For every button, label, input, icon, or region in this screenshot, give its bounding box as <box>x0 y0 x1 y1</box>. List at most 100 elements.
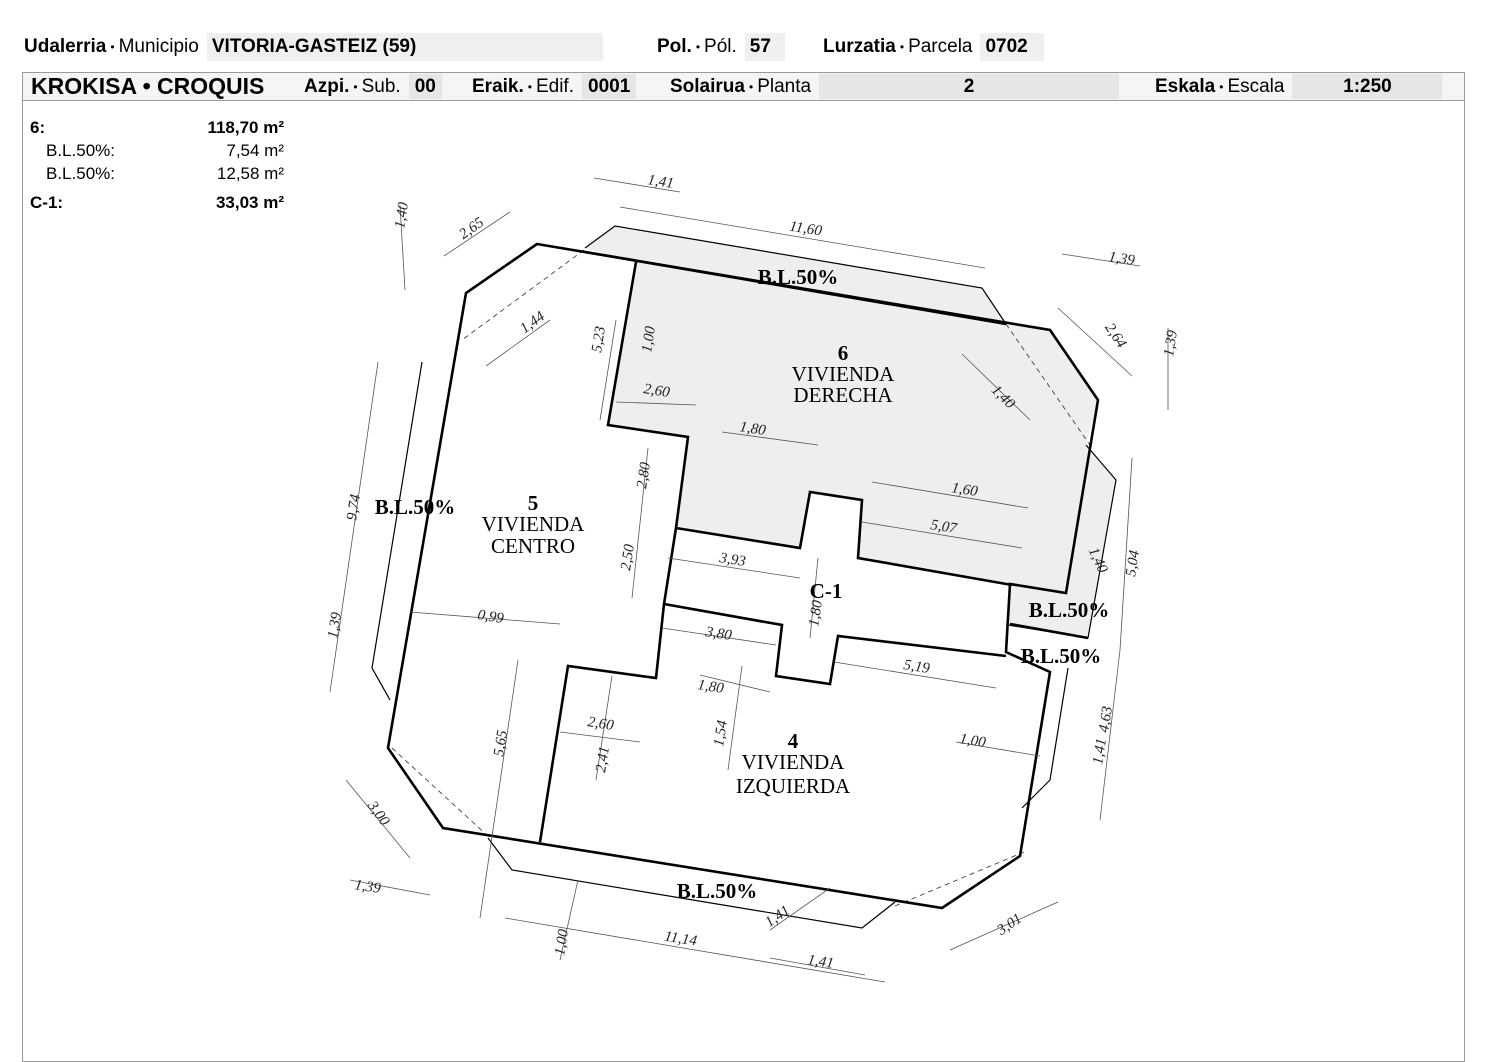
balcony-label: B.L.50% <box>758 265 839 289</box>
municipio-value: VITORIA-GASTEIZ (59) <box>206 33 603 61</box>
edif-label-es: Edif. <box>535 75 574 97</box>
dimension-label: 5,23 <box>589 325 609 353</box>
planta-value: 2 <box>819 74 1120 99</box>
escala-label-es: Escala <box>1227 75 1285 97</box>
unit-4-number: 4 <box>788 729 799 753</box>
planta-label-es: Planta <box>757 75 812 97</box>
dimension-label: 3,93 <box>717 550 746 570</box>
sub-label-es: Sub. <box>361 75 401 97</box>
separator-dot: • <box>110 40 115 54</box>
unit-6-line1: VIVIENDA <box>792 362 895 386</box>
edif-field: Eraik. • Edif. 0001 <box>472 73 637 100</box>
dimension-label: 1,40 <box>392 201 412 230</box>
municipio-label-eu: Udalerria <box>24 36 107 57</box>
dimension-label: 1,39 <box>1161 329 1181 358</box>
dimension-label: 1,60 <box>950 480 979 500</box>
sketch-title: KROKISA • CROQUIS <box>31 73 265 99</box>
separator-dot: • <box>353 79 358 94</box>
area-value: 118,70 m² <box>207 118 284 137</box>
separator-dot: • <box>1219 79 1224 94</box>
edif-label-eu: Eraik. <box>472 75 524 97</box>
dimension-label: 11,14 <box>663 929 698 950</box>
pol-value: 57 <box>744 33 785 61</box>
unit-5-number: 5 <box>528 491 539 515</box>
separator-dot: • <box>527 79 532 94</box>
area-label: 6: <box>30 118 46 137</box>
title-bar: KROKISA • CROQUIS Azpi. • Sub. 00 Eraik.… <box>22 72 1465 101</box>
room-labels: 6 VIVIENDA DERECHA 5 VIVIENDA CENTRO 4 V… <box>375 265 1110 903</box>
parcela-label-eu: Lurzatia <box>823 36 896 57</box>
separator-dot: • <box>695 40 701 54</box>
area-value: 12,58 m² <box>216 164 284 183</box>
dimension-label: 1,41 <box>1090 737 1110 765</box>
separator-dot: • <box>748 79 754 94</box>
sub-label-eu: Azpi. <box>304 75 350 97</box>
unit-6-shade <box>585 226 1116 638</box>
dimension-label: 2,65 <box>456 214 487 242</box>
dimension-label: 1,39 <box>325 611 345 640</box>
header: Udalerria • Municipio VITORIA-GASTEIZ (5… <box>24 32 1476 62</box>
projection-lines <box>391 249 1093 907</box>
dimension-label: 1,39 <box>1107 249 1136 269</box>
area-row: B.L.50%: 7,54 m² <box>30 141 290 164</box>
area-row: 6: 118,70 m² <box>30 118 290 141</box>
dimension-label: 3,00 <box>363 798 392 830</box>
pol-label-es: Pól. <box>704 36 737 57</box>
parcela-field: Lurzatia • Parcela 0702 <box>823 32 1045 62</box>
balcony-label: B.L.50% <box>677 879 758 903</box>
area-value: 7,54 m² <box>226 141 284 160</box>
dimension-label: 2,60 <box>642 381 671 401</box>
planta-label-eu: Solairua <box>670 75 745 97</box>
balcony-label: B.L.50% <box>1029 598 1110 622</box>
area-summary: 6: 118,70 m² B.L.50%: 7,54 m² B.L.50%: 1… <box>30 118 290 216</box>
dimension-label: 2,50 <box>618 543 638 572</box>
area-row: B.L.50%: 12,58 m² <box>30 164 290 187</box>
dimension-label: 1,54 <box>711 719 731 748</box>
dimension-label: 1,41 <box>762 903 793 931</box>
dimension-label: 5,19 <box>902 657 931 677</box>
dimension-label: 5,07 <box>929 517 959 537</box>
dimension-label: 1,80 <box>696 677 725 697</box>
dimension-label: 1,00 <box>552 928 572 957</box>
dimension-label: 1,39 <box>353 877 382 897</box>
dimension-label: 3,80 <box>703 624 733 644</box>
escala-field: Eskala • Escala 1:250 <box>1155 73 1443 100</box>
dimension-label: 1,00 <box>958 731 987 751</box>
unit-6-line2: DERECHA <box>793 383 893 407</box>
sub-field: Azpi. • Sub. 00 <box>304 73 442 100</box>
unit-5-line2: CENTRO <box>491 534 575 558</box>
dimension-label: 4,63 <box>1096 705 1116 733</box>
dimension-label: 1,80 <box>738 419 767 439</box>
unit-4-line1: VIVIENDA <box>742 750 845 774</box>
pol-label-eu: Pol. <box>657 36 692 57</box>
unit-4-line2: IZQUIERDA <box>736 774 851 798</box>
municipio-field: Udalerria • Municipio VITORIA-GASTEIZ (5… <box>24 32 603 62</box>
dimension-label: 2,41 <box>593 745 613 773</box>
area-label: B.L.50%: <box>46 164 115 183</box>
escala-label-eu: Eskala <box>1155 75 1216 97</box>
balcony-label: B.L.50% <box>375 495 456 519</box>
dimension-label: 1,80 <box>806 599 826 628</box>
separator-dot: • <box>899 40 905 54</box>
escala-value: 1:250 <box>1292 74 1443 99</box>
municipio-label-es: Municipio <box>118 36 199 57</box>
balcony-label: B.L.50% <box>1021 644 1102 668</box>
edif-value: 0001 <box>582 74 637 99</box>
parcela-label-es: Parcela <box>908 36 973 57</box>
balcony-outline <box>371 225 1117 929</box>
dimension-label: 11,60 <box>788 219 823 240</box>
dimension-label: 1,41 <box>806 952 834 972</box>
area-value: 33,03 m² <box>215 193 284 212</box>
dimension-label: 5,04 <box>1123 549 1143 578</box>
dimension-label: 2,80 <box>634 461 654 490</box>
dimension-lines <box>329 177 1169 983</box>
common-area-label: C-1 <box>810 579 843 603</box>
dimension-label: 2,60 <box>586 714 615 734</box>
dimension-label: 9,74 <box>344 493 364 522</box>
building-walls <box>386 242 1100 910</box>
parcela-value: 0702 <box>980 33 1045 61</box>
dimension-label: 5,65 <box>491 729 511 758</box>
dimension-label: 3,01 <box>994 911 1026 940</box>
dimension-label: 1,41 <box>646 172 674 192</box>
